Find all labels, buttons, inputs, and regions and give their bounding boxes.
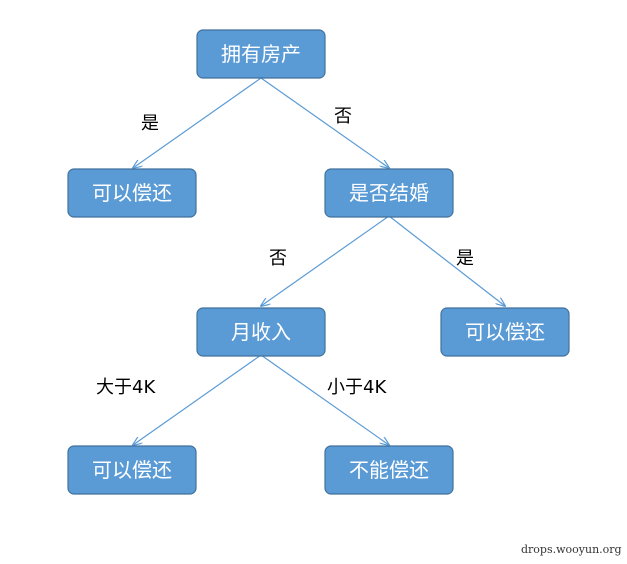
edge-label-income-high: 大于4K — [96, 377, 156, 398]
edge-root-to-yes — [133, 77, 262, 168]
edge-root-to-married — [260, 77, 389, 168]
node-married: 是否结婚 — [324, 168, 454, 218]
node-cannot-repay-label: 不能偿还 — [349, 458, 429, 482]
node-root-label: 拥有房产 — [221, 42, 301, 66]
node-root: 拥有房产 — [196, 29, 326, 79]
node-income: 月收入 — [196, 307, 326, 357]
edge-label-married-yes: 是 — [456, 248, 474, 269]
node-repay-high-income: 可以偿还 — [67, 445, 197, 495]
edge-label-married-no: 否 — [269, 248, 287, 269]
edge-married-to-yes — [388, 215, 505, 306]
node-repay-married: 可以偿还 — [440, 307, 570, 357]
node-income-label: 月收入 — [231, 320, 291, 344]
edge-label-root-no: 否 — [334, 106, 352, 127]
edge-income-to-high — [133, 354, 262, 445]
edge-married-to-income — [261, 215, 390, 306]
edge-label-income-low: 小于4K — [327, 377, 387, 398]
node-repay-high-income-label: 可以偿还 — [92, 458, 172, 482]
node-repay-left: 可以偿还 — [67, 168, 197, 218]
node-married-label: 是否结婚 — [349, 181, 429, 205]
edge-income-to-low — [260, 354, 389, 445]
node-repay-married-label: 可以偿还 — [465, 320, 545, 344]
node-repay-left-label: 可以偿还 — [92, 181, 172, 205]
node-cannot-repay: 不能偿还 — [324, 445, 454, 495]
edge-label-root-yes: 是 — [141, 113, 159, 134]
watermark: drops.wooyun.org — [521, 543, 622, 556]
